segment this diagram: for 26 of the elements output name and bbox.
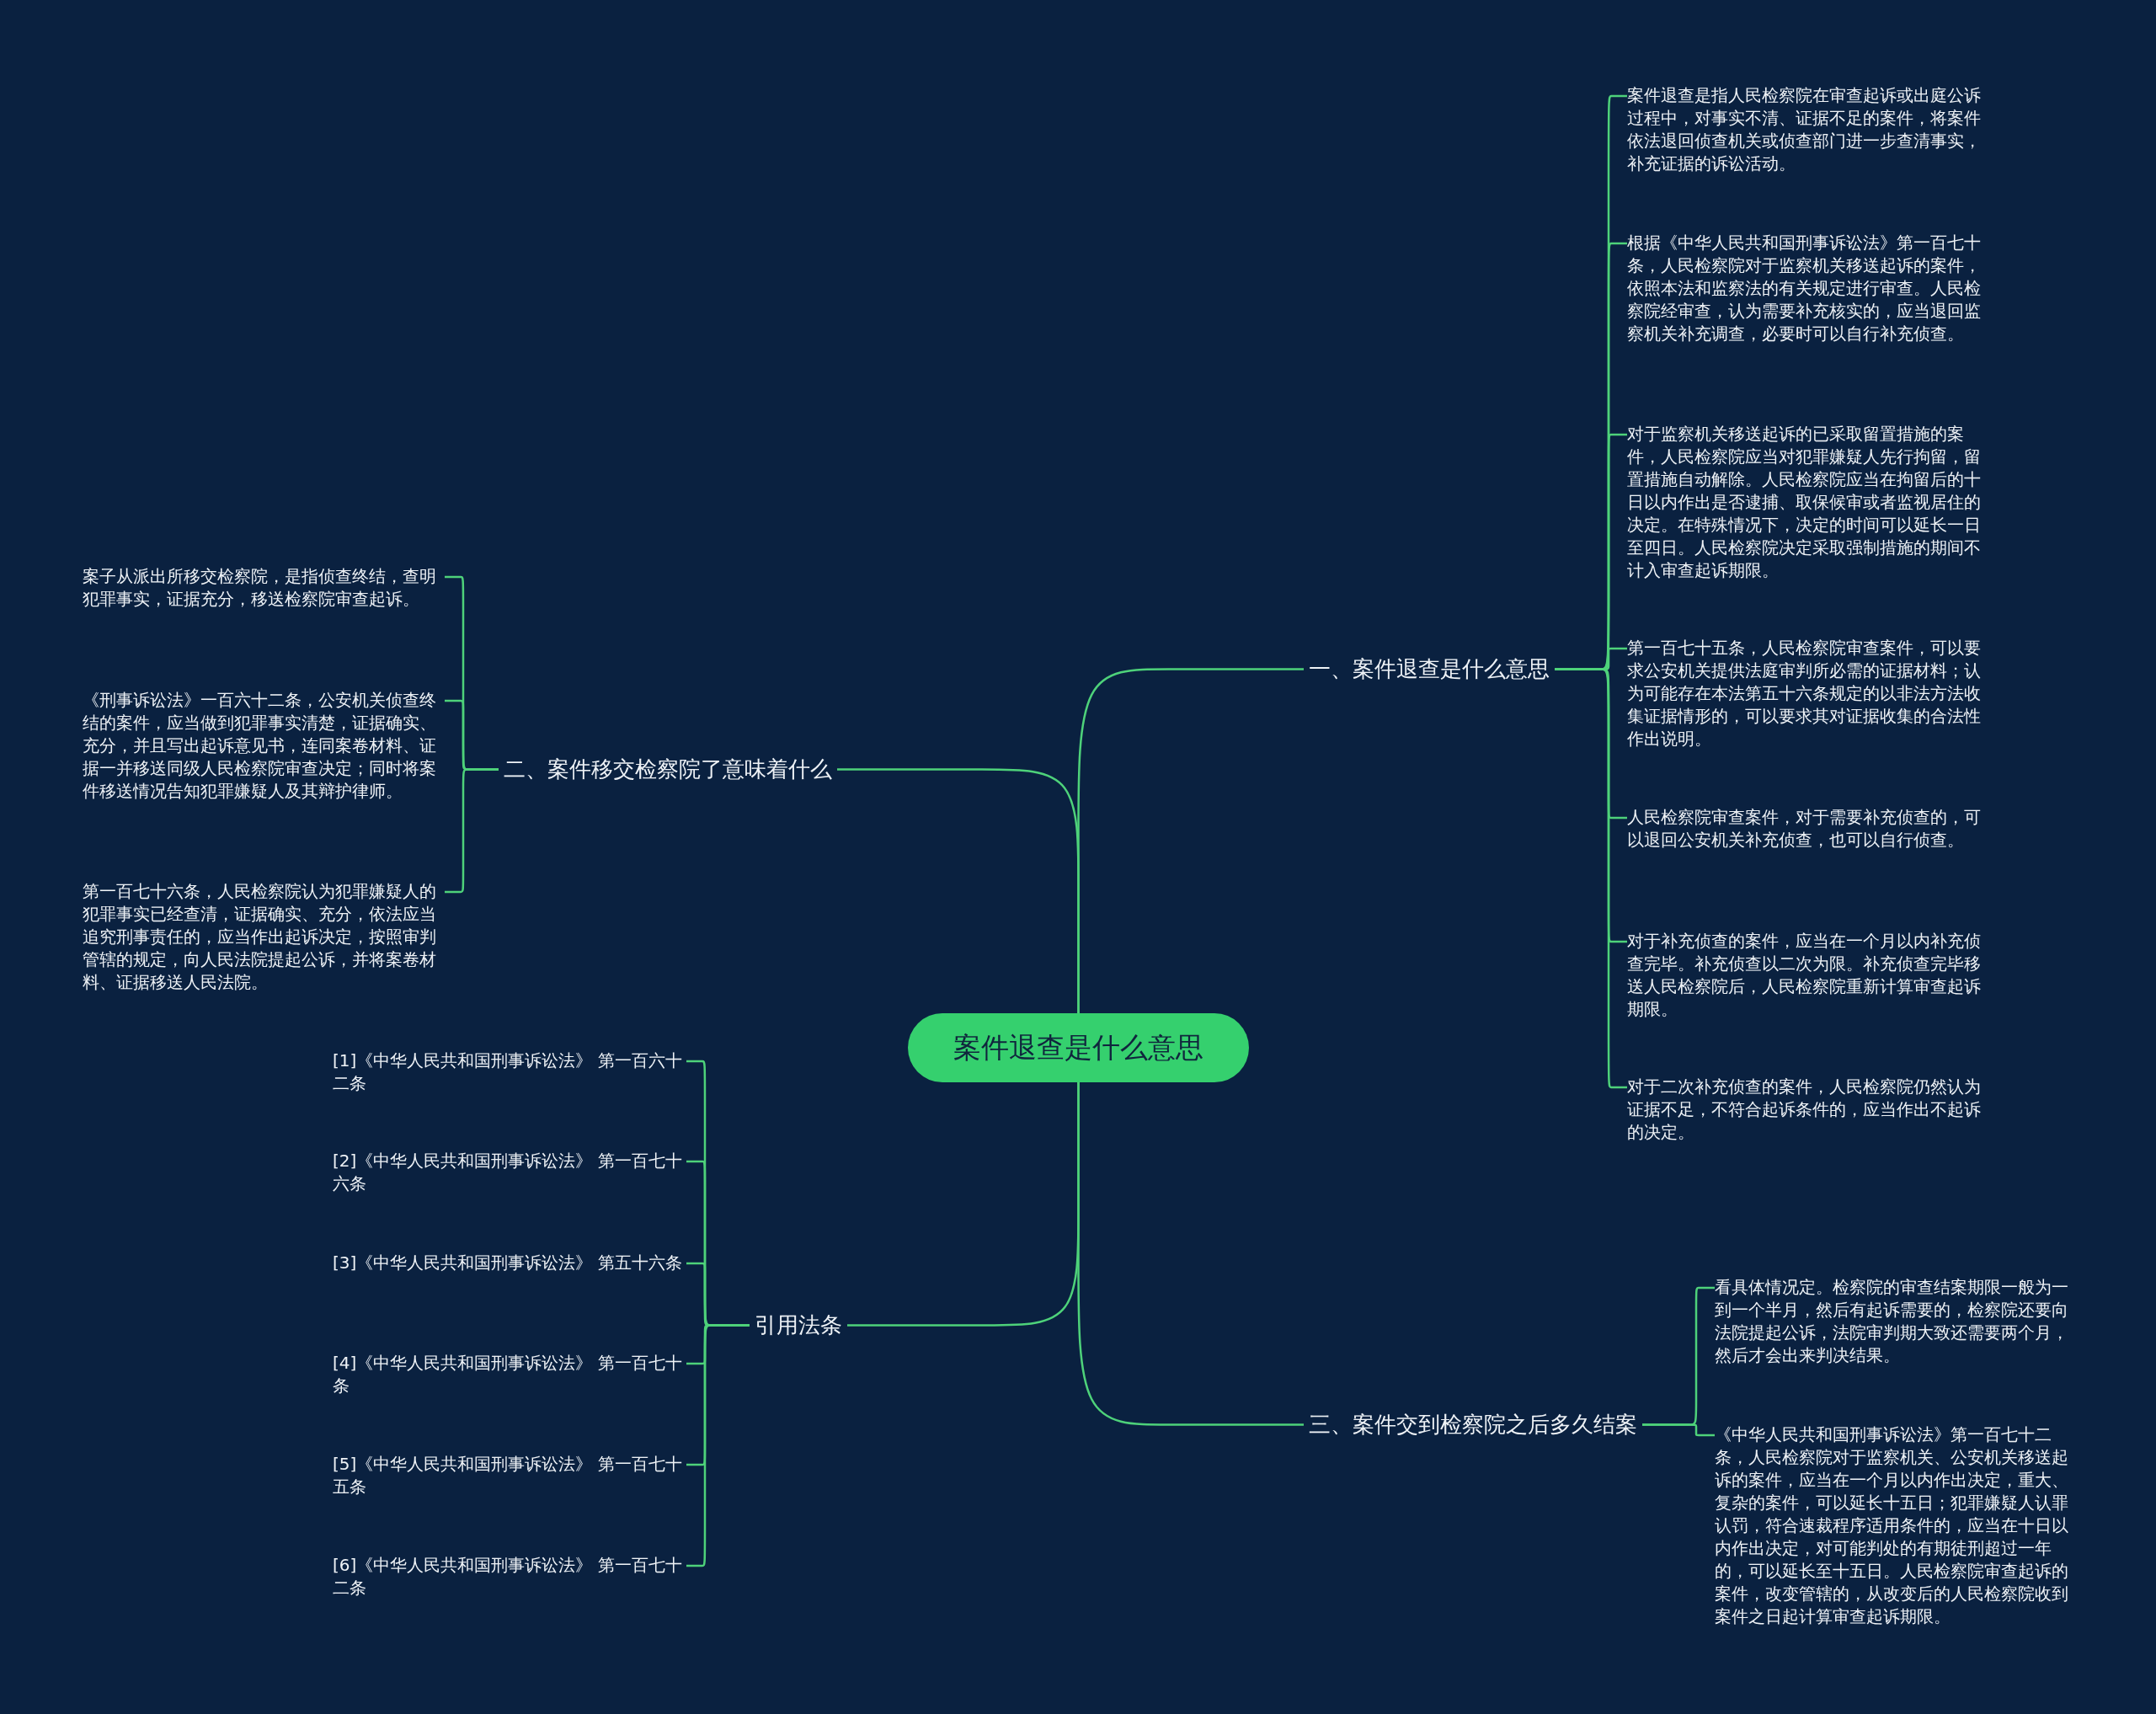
reference-text: [5]《中华人民共和国刑事诉讼法》 第一百七十五条 xyxy=(333,1453,683,1498)
note-text: 第一百七十五条，人民检察院审查案件，可以要求公安机关提供法庭审判所必需的证据材料；认为可能存在本法第五十六条规定的以非法方法收集证据情形的，可以要求其对证据收集的合法性作出说明。 xyxy=(1627,637,1982,750)
note-text: 《中华人民共和国刑事诉讼法》第一百七十二条，人民检察院对于监察机关、公安机关移送起诉的案件，应当在一个月以内作出决定，重大、复杂的案件，可以延长十五日；犯罪嫌疑人认罪认罚，符合速裁程序适用条件的，应当在十日以内作出决定，对可能判处的有期徒刑超过一年的，可以延长至十五日。人民检察院审查起诉的案件，改变管辖的，从改变后的人民检察院收到案件之日起计算审查起诉期限。 xyxy=(1715,1423,2069,1628)
note-text: 第一百七十六条，人民检察院认为犯罪嫌疑人的犯罪事实已经查清，证据确实、充分，依法应当追究刑事责任的，应当作出起诉决定，按照审判管辖的规定，向人民法院提起公诉，并将案卷材料、证据移送人民法院。 xyxy=(83,880,437,994)
reference-text: [4]《中华人民共和国刑事诉讼法》 第一百七十条 xyxy=(333,1352,683,1397)
connector-line xyxy=(1077,1082,1304,1426)
reference-text: [6]《中华人民共和国刑事诉讼法》 第一百七十二条 xyxy=(333,1554,683,1599)
note-text: 案子从派出所移交检察院，是指侦查终结，查明犯罪事实，证据充分，移送检察院审查起诉。 xyxy=(83,565,437,611)
note-text: 对于监察机关移送起诉的已采取留置措施的案件，人民检察院应当对犯罪嫌疑人先行拘留，留置措施自动解除。人民检察院应当在拘留后的十日以内作出是否逮捕、取保候审或者监视居住的决定。在特殊情况下，决定的时间可以延长一日至四日。人民检察院决定采取强制措施的期间不计入审查起诉期限。 xyxy=(1627,423,1982,582)
note-text: 根据《中华人民共和国刑事诉讼法》第一百七十条，人民检察院对于监察机关移送起诉的案件，依照本法和监察法的有关规定进行审查。人民检察院经审查，认为需要补充核实的，应当退回监察机关补充调查，必要时可以自行补充侦查。 xyxy=(1627,232,1982,345)
branch-topic: 引用法条 xyxy=(755,1311,842,1339)
reference-text: [3]《中华人民共和国刑事诉讼法》 第五十六条 xyxy=(333,1252,683,1274)
connector-line xyxy=(837,768,1080,1013)
connector-line xyxy=(1642,1423,1716,1437)
note-text: 对于补充侦查的案件，应当在一个月以内补充侦查完毕。补充侦查以二次为限。补充侦查完毕移送人民检察院后，人民检察院重新计算审查起诉期限。 xyxy=(1627,930,1982,1021)
note-text: 看具体情况定。检察院的审查结案期限一般为一到一个半月，然后有起诉需要的，检察院还要向法院提起公诉，法院审判期大致还需要两个月，然后才会出来判决结果。 xyxy=(1715,1276,2069,1367)
branch-topic: 一、案件退查是什么意思 xyxy=(1309,655,1550,683)
reference-text: [2]《中华人民共和国刑事诉讼法》 第一百七十六条 xyxy=(333,1150,683,1195)
branch-topic: 二、案件移交检察院了意味着什么 xyxy=(504,756,832,783)
branch-topic: 三、案件交到检察院之后多久结案 xyxy=(1309,1411,1637,1439)
note-text: 对于二次补充侦查的案件，人民检察院仍然认为证据不足，不符合起诉条件的，应当作出不起诉的决定。 xyxy=(1627,1076,1982,1144)
reference-text: [1]《中华人民共和国刑事诉讼法》 第一百六十二条 xyxy=(333,1049,683,1095)
note-text: 案件退查是指人民检察院在审查起诉或出庭公诉过程中，对事实不清、证据不足的案件，将案件依法退回侦查机关或侦查部门进一步查清事实，补充证据的诉讼活动。 xyxy=(1627,84,1982,175)
topic-text: 案件退查是什么意思 xyxy=(953,1029,1203,1065)
note-text: 《刑事诉讼法》一百六十二条，公安机关侦查终结的案件，应当做到犯罪事实清楚，证据确实、充分，并且写出起诉意见书，连同案卷材料、证据一并移送同级人民检察院审查决定；同时将案件移送情况告知犯罪嫌疑人及其辩护律师。 xyxy=(83,689,437,803)
note-text: 人民检察院审查案件，对于需要补充侦查的，可以退回公安机关补充侦查，也可以自行侦查。 xyxy=(1627,806,1982,852)
